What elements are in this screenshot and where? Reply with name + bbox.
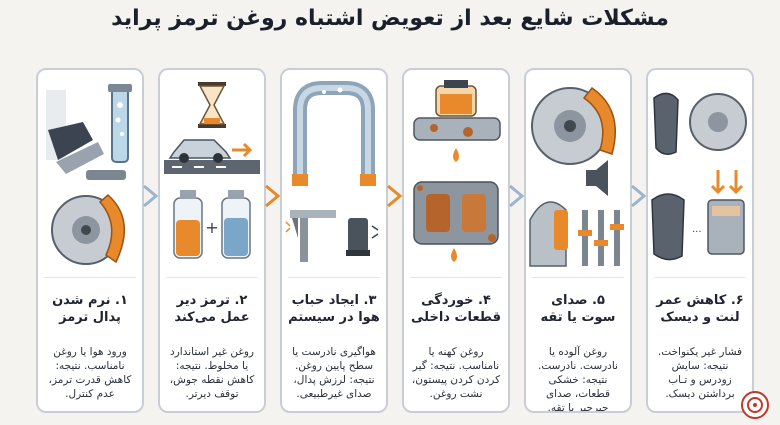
- brake-hose-icon: [292, 81, 376, 186]
- corrosion-illustration: [413, 80, 501, 262]
- problem-card-air-bubbles: ۳. ایجاد حباب هوا در سیستم هواگیری نادرس…: [280, 68, 388, 413]
- plus-sign-icon: +: [205, 218, 218, 237]
- fluid-drop-icon: [451, 248, 457, 262]
- air-bubbles-illustration: [285, 81, 379, 262]
- down-arrow-icon: [710, 170, 726, 195]
- card-description: فشار غیر یکنواخت. نتیجه: سایش زودرس و تـ…: [657, 346, 743, 400]
- chevron-right-icon: [509, 184, 525, 208]
- card-heading: ۵. صدای سوت یا تقه: [540, 293, 616, 325]
- card-divider: [288, 277, 380, 278]
- card-divider: [532, 277, 624, 278]
- card-divider: [654, 277, 746, 278]
- fluid-drop-icon: [453, 148, 459, 162]
- card-divider: [44, 277, 136, 278]
- master-cylinder-icon: [413, 80, 501, 141]
- delayed-braking-illustration: +: [164, 82, 260, 259]
- card-divider: [166, 277, 258, 278]
- fluid-bottle-icon: [221, 190, 251, 259]
- rusty-caliper-icon: [413, 181, 499, 245]
- brake-disc-caliper-icon: [51, 193, 126, 265]
- problem-card-delayed-braking: + ۲. ترمز دیر عمل می‌کند روغن غیر استاند…: [158, 68, 266, 413]
- down-arrow-icon: [728, 170, 744, 195]
- svg-text:...: ...: [692, 224, 702, 235]
- card-heading: ۴. خوردگی قطعات داخلی: [411, 293, 501, 325]
- card-heading: ۶. کاهش عمر لنت و دیسک: [656, 293, 744, 325]
- worn-brake-pad-icon: ...: [651, 193, 745, 261]
- chevron-right-icon: [631, 184, 647, 208]
- page-title: مشکلات شایع بعد از تعویض اشتباه روغن ترم…: [111, 6, 669, 31]
- chevron-right-icon: [265, 184, 281, 208]
- card-description: روغن آلوده یا نادرست. نادرست. نتیجه: خشک…: [538, 346, 618, 413]
- noise-illustration: [529, 86, 624, 267]
- card-description: هواگیری نادرست یا سطح پایین روغن. نتیجه:…: [292, 346, 376, 400]
- problem-card-soft-pedal: ۱. نرم شدن پدال ترمز ورود هوا یا روغن نا…: [36, 68, 144, 413]
- problem-card-noise: ۵. صدای سوت یا تقه روغن آلوده یا نادرست.…: [524, 68, 632, 413]
- chevron-right-icon: [387, 184, 403, 208]
- brake-disc-caliper-icon: [529, 201, 568, 267]
- brake-disc-caliper-icon: [531, 86, 616, 165]
- chevron-right-icon: [143, 184, 159, 208]
- car-on-road-icon: [164, 139, 260, 174]
- problem-card-corrosion: ۴. خوردگی قطعات داخلی روغن کهنه یا نامنا…: [402, 68, 510, 413]
- card-divider: [410, 277, 502, 278]
- card-heading: ۲. ترمز دیر عمل می‌کند: [174, 293, 250, 325]
- brake-fluid-tube-icon: [108, 84, 132, 163]
- speaker-icon: [586, 160, 608, 196]
- arrow-right-icon: [232, 142, 253, 158]
- brake-pedal-icon: [46, 90, 126, 180]
- brake-pad-icon: [653, 92, 747, 155]
- vernier-caliper-icon: [285, 210, 336, 262]
- soft-pedal-illustration: [46, 84, 132, 265]
- fluid-bottle-icon: [173, 190, 203, 259]
- card-description: ورود هوا یا روغن نامناسب. نتیجه: کاهش قد…: [48, 346, 132, 400]
- card-heading: ۱. نرم شدن پدال ترمز: [52, 293, 128, 325]
- brake-disc-logo-icon: [741, 391, 769, 419]
- card-description: روغن کهنه یا نامناسب. نتیجه: گیر کردن کر…: [411, 346, 501, 400]
- pad-disc-wear-illustration: ...: [651, 92, 747, 261]
- suspension-rods-icon: [578, 210, 624, 266]
- brake-pedal-vibration-icon: [346, 218, 379, 256]
- hourglass-icon: [198, 82, 226, 128]
- card-description: روغن غیر استاندارد یا مخلوط. نتیجه: کاهش…: [169, 346, 255, 400]
- problem-card-pad-disc-wear: ... ۶. کاهش عمر لنت و دیسک فشار غیر یکنو…: [646, 68, 754, 413]
- card-heading: ۳. ایجاد حباب هوا در سیستم: [288, 293, 380, 325]
